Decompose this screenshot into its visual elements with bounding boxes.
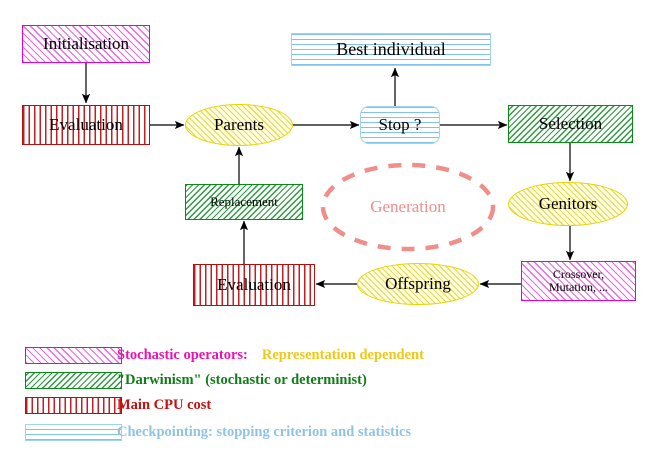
legend-label-checkpointing: Checkpointing: stopping criterion and st… (117, 423, 412, 440)
node-crossover-mutation[interactable]: Crossover, Mutation, ... (521, 261, 636, 301)
node-stop-label: Stop ? (378, 115, 422, 135)
legend-row-stochastic-operators: Stochastic operators: Representation depe… (0, 344, 640, 366)
legend-swatch-red-vertical (25, 396, 122, 414)
node-genitors-label: Genitors (538, 194, 598, 214)
node-initialisation[interactable]: Initialisation (22, 25, 150, 63)
legend-row-checkpointing: Checkpointing: stopping criterion and st… (0, 421, 640, 443)
node-crossover-mutation-label-line2: Mutation, ... (549, 280, 608, 294)
node-parents-label: Parents (213, 115, 265, 135)
node-best-individual-label: Best individual (336, 39, 446, 60)
node-evaluation-bottom[interactable]: Evaluation (193, 264, 315, 306)
generation-ellipse (320, 162, 496, 252)
legend-swatch-blue-horizontal (25, 423, 122, 441)
legend-label-stochastic-operators: Stochastic operators: Representation depe… (117, 347, 424, 364)
node-best-individual[interactable]: Best individual (291, 33, 491, 66)
legend-label-darwinism: "Darwinism" (stochastic or determinist) (117, 371, 367, 388)
node-evaluation-top-label: Evaluation (49, 115, 123, 135)
node-evaluation-top[interactable]: Evaluation (22, 105, 150, 145)
node-selection[interactable]: Selection (508, 105, 633, 143)
legend-swatch-magenta-diagonal (25, 346, 122, 364)
node-genitors[interactable]: Genitors (508, 182, 628, 226)
legend-row-main-cpu-cost: Main CPU cost (0, 394, 640, 416)
node-offspring-label: Offspring (385, 274, 451, 294)
node-replacement[interactable]: Replacement (185, 184, 303, 220)
node-selection-label: Selection (538, 114, 603, 134)
legend-text-secondary: Representation dependent (261, 346, 424, 363)
legend-row-darwinism: "Darwinism" (stochastic or determinist) (0, 369, 640, 391)
legend-label-main-cpu-cost: Main CPU cost (117, 396, 212, 413)
legend: Stochastic operators: Representation depe… (0, 336, 662, 456)
node-generation: Generation (323, 165, 493, 248)
node-offspring[interactable]: Offspring (357, 263, 479, 305)
legend-swatch-green-diagonal (25, 371, 122, 389)
node-initialisation-label: Initialisation (43, 34, 129, 54)
node-parents[interactable]: Parents (185, 104, 293, 146)
node-crossover-mutation-label-line1: Crossover, (552, 267, 605, 282)
legend-text-primary: Stochastic operators: (117, 346, 248, 363)
node-stop[interactable]: Stop ? (360, 106, 440, 144)
node-evaluation-bottom-label: Evaluation (217, 275, 291, 295)
node-generation-label: Generation (370, 196, 446, 216)
node-replacement-label: Replacement (210, 194, 278, 210)
